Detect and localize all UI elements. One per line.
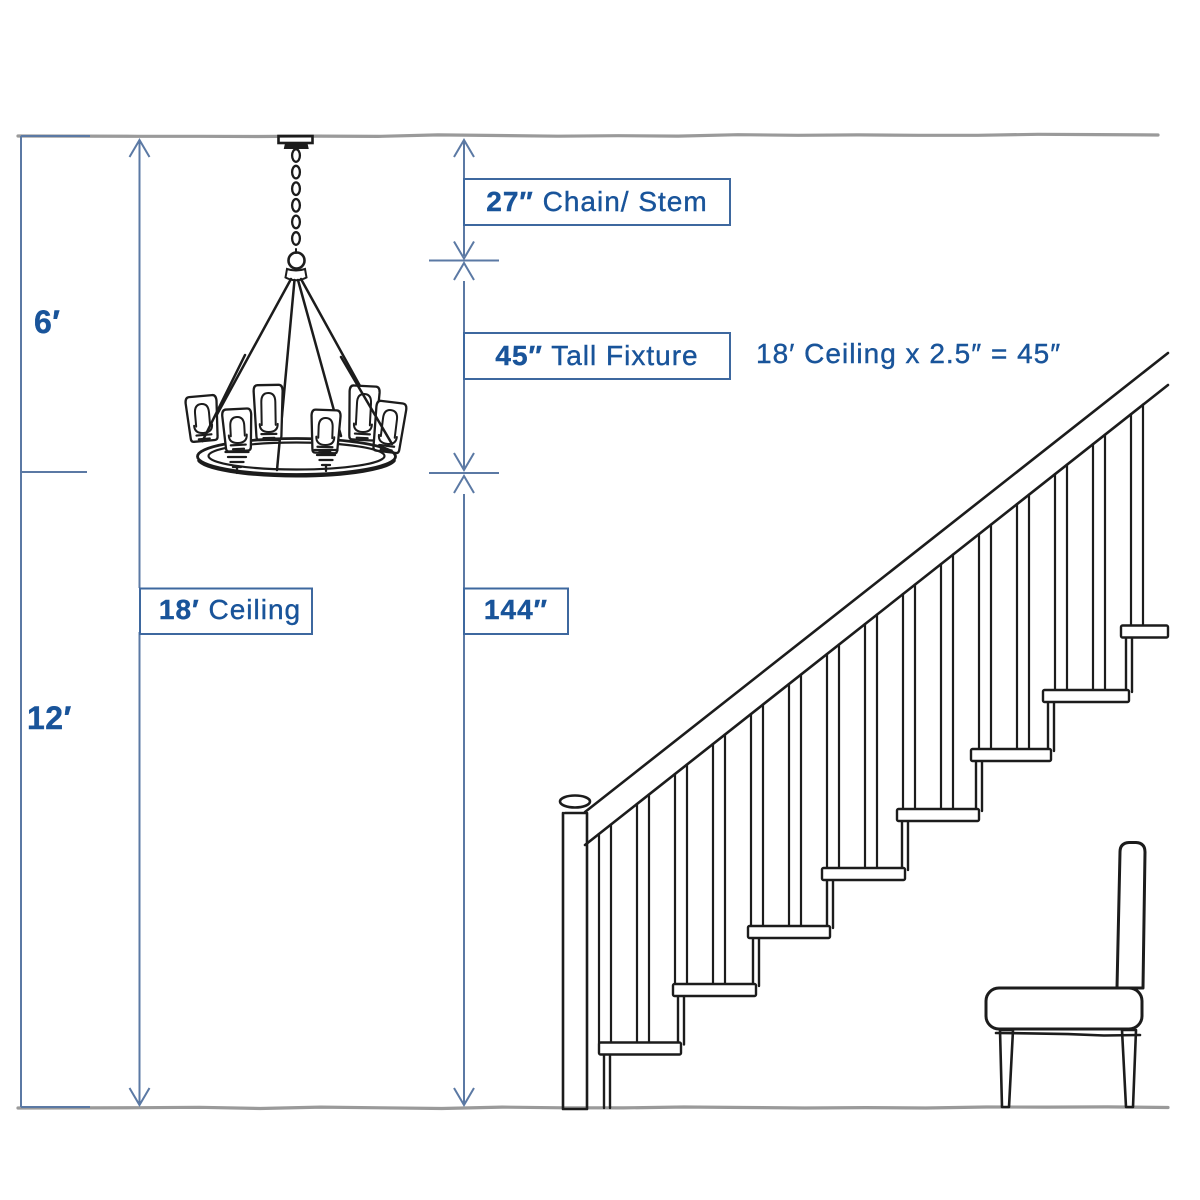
svg-text:144″: 144″ [484,594,548,625]
svg-text:18′ Ceiling x 2.5″ = 45″: 18′ Ceiling x 2.5″ = 45″ [756,338,1061,369]
svg-text:45″ Tall Fixture: 45″ Tall Fixture [495,340,698,371]
svg-text:27″ Chain/ Stem: 27″ Chain/ Stem [486,186,707,217]
svg-text:6′: 6′ [34,304,60,340]
svg-text:18′ Ceiling: 18′ Ceiling [159,594,301,625]
svg-text:12′: 12′ [27,700,72,736]
